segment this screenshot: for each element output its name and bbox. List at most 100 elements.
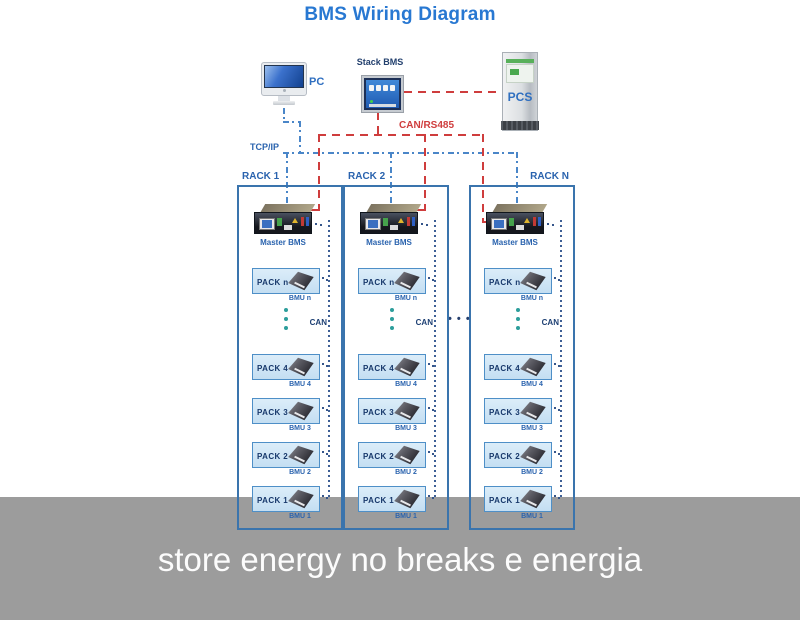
can-label: CAN [309,318,327,327]
pc-monitor-frame [261,62,307,96]
can-drop-rackn [482,134,484,223]
can-bus-line [434,220,436,500]
bmu-label: BMU n [520,295,544,302]
master-can-dots [421,223,431,226]
bmu-label: BMU 2 [521,469,543,476]
battery-module-icon [519,401,548,421]
bmu-label: BMU 1 [521,513,543,520]
pcs-display [506,64,534,83]
battery-module-icon [393,357,422,377]
pack-can-dots [428,495,436,503]
master-can-dots [315,223,325,226]
pack-can-dots [322,407,330,415]
can-rs485-label: CAN/RS485 [399,120,455,131]
page-title: BMS Wiring Diagram [304,4,496,25]
battery-module-icon [393,401,422,421]
pack-ellipsis-dots [284,308,288,335]
rack-1: RACK 1 Master BMS CAN PACK n BMU n PACK … [237,171,343,530]
pack-box: PACK 2 [484,442,552,468]
master-bms-device-icon [254,204,316,236]
master-bms-connector [383,218,388,226]
stack-bms-device-icon [361,75,404,113]
bmu-label: BMU 1 [395,513,417,520]
master-bms-connector [277,218,282,226]
stack-bms-bar [369,104,396,107]
stack-bms-led [370,100,373,103]
pack-can-dots [554,495,562,503]
pack-can-dots [554,407,562,415]
warning-triangle-icon [398,218,404,223]
battery-module-icon [393,271,422,291]
pc-stand-neck [278,96,290,101]
warning-triangle-icon [524,218,530,223]
warning-triangle-icon [292,218,298,223]
tcpip-drop-rack1 [286,152,288,205]
can-bus-wire [318,134,484,136]
pack-box: PACK 1 [252,486,320,512]
master-bms-display [259,218,275,230]
pack-box: PACK 3 [358,398,426,424]
rack-n: RACK N Master BMS CAN PACK n BMU n PACK … [469,171,575,530]
pc-stand-base [273,101,295,105]
pack-ellipsis-dots [516,308,520,335]
pack-box: PACK 2 [252,442,320,468]
pack-can-dots [322,451,330,459]
stack-bms-label: Stack BMS [356,57,404,67]
pack-can-dots [554,277,562,285]
pcs-base-vent [501,121,539,130]
bmu-label: BMU 2 [395,469,417,476]
can-bus-line [328,220,330,500]
battery-module-icon [519,489,548,509]
can-hook-rack1 [310,209,320,211]
bmu-label: BMU 4 [521,381,543,388]
master-bms-label: Master BMS [492,238,538,247]
master-bms-device-icon [360,204,422,236]
battery-module-icon [519,271,548,291]
rack-2-label: RACK 2 [348,171,386,182]
can-label: CAN [541,318,559,327]
bmu-label: BMU 2 [289,469,311,476]
tcpip-drop-rack2 [390,152,392,205]
bmu-label: BMU n [288,295,312,302]
battery-module-icon [393,489,422,509]
pack-can-dots [322,363,330,371]
pack-can-dots [554,451,562,459]
master-bms-label: Master BMS [260,238,306,247]
pc-monitor-icon [261,62,307,105]
pack-box: PACK 2 [358,442,426,468]
pc-jog-wire [283,121,301,123]
pack-box: PACK n [252,268,320,294]
pc-label: PC [309,76,325,88]
battery-module-icon [287,445,316,465]
master-can-dots [547,223,557,226]
battery-module-icon [287,489,316,509]
pack-box: PACK 3 [252,398,320,424]
pack-box: PACK 4 [358,354,426,380]
pc-drop-wire [283,108,285,123]
rack-1-label: RACK 1 [242,171,280,182]
pack-can-dots [322,277,330,285]
stackbms-pcs-wire [404,91,503,93]
tcpip-label: TCP/IP [250,142,280,152]
can-drop-rack2 [424,134,426,211]
pack-can-dots [322,495,330,503]
can-bus-line [560,220,562,500]
pack-box: PACK n [358,268,426,294]
pcs-green-strip [506,59,534,63]
tcpip-drop-rackn [516,152,518,205]
battery-module-icon [287,401,316,421]
pc-drop-wire-2 [299,121,301,153]
can-hook-rack2 [416,209,426,211]
battery-module-icon [519,445,548,465]
can-label: CAN [415,318,433,327]
master-bms-label: Master BMS [366,238,412,247]
tcpip-bus-wire [283,152,518,154]
can-drop-rack1 [318,134,320,211]
rack-2: RACK 2 Master BMS CAN PACK n BMU n PACK … [343,171,449,530]
pack-box: PACK 4 [484,354,552,380]
pack-box: PACK 3 [484,398,552,424]
battery-module-icon [519,357,548,377]
bottom-caption: store energy no breaks e energia [157,541,643,578]
pack-can-dots [428,407,436,415]
master-bms-display [491,218,507,230]
